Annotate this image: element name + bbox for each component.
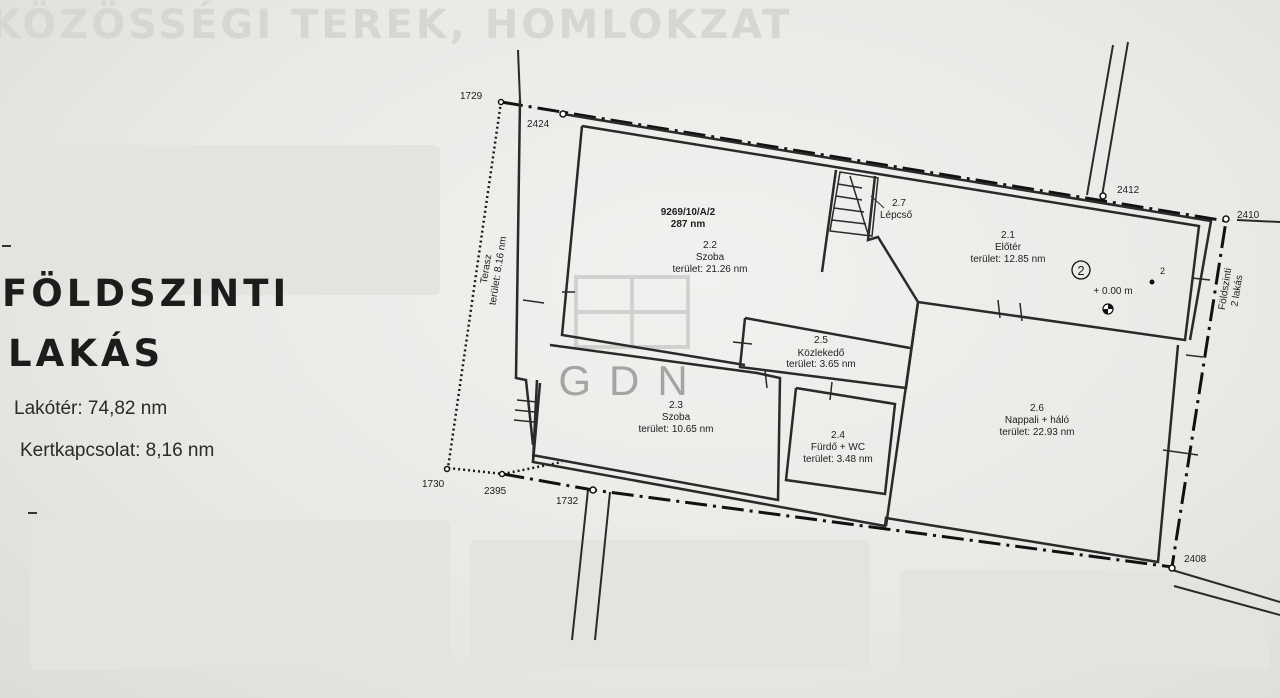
svg-text:2.2: 2.2 — [703, 240, 717, 251]
level-symbol — [1102, 303, 1114, 315]
garden-area-text: Kertkapcsolat: 8,16 nm — [20, 440, 215, 461]
ghost-block-left — [0, 145, 440, 295]
apartment-heading: FÖLDSZINTI LAKÁS — [2, 264, 290, 384]
svg-text:2.6: 2.6 — [1030, 403, 1044, 414]
svg-text:2.1: 2.1 — [1001, 230, 1015, 241]
svg-text:2.5: 2.5 — [814, 335, 828, 346]
room-2-7: 2.7 Lépcső — [880, 198, 913, 221]
svg-text:Nappali + háló: Nappali + háló — [1005, 415, 1070, 426]
heading-line-2: LAKÁS — [8, 332, 165, 375]
dash-top — [2, 245, 11, 247]
level-label: + 0.00 m — [1093, 286, 1132, 297]
label-2424: 2424 — [527, 119, 550, 130]
room-2-1: 2.1 Előtér terület: 12.85 nm — [970, 230, 1045, 265]
svg-text:terület: 12.85 nm: terület: 12.85 nm — [970, 254, 1045, 265]
terrace-outline — [446, 101, 563, 476]
svg-text:terület: 3.48 nm: terület: 3.48 nm — [803, 454, 872, 465]
svg-text:Lépcső: Lépcső — [880, 210, 913, 221]
label-2412: 2412 — [1117, 185, 1140, 196]
label-2395: 2395 — [484, 486, 507, 497]
watermark-text: GDN — [558, 357, 705, 404]
svg-text:terület: 21.26 nm: terület: 21.26 nm — [672, 264, 747, 275]
svg-text:Szoba: Szoba — [696, 252, 725, 263]
room-2-4: 2.4 Fürdő + WC terület: 3.48 nm — [803, 430, 872, 465]
unit-marker-number: 2 — [1077, 263, 1084, 278]
svg-text:2.3: 2.3 — [669, 400, 683, 411]
svg-text:2 lakás: 2 lakás — [1230, 274, 1246, 307]
gdn-watermark: GDN — [558, 275, 705, 404]
side-label: Földszinti 2 lakás — [1217, 267, 1246, 310]
svg-text:2.7: 2.7 — [892, 198, 906, 209]
label-1729: 1729 — [460, 91, 483, 102]
svg-text:terület: 22.93 nm: terület: 22.93 nm — [999, 427, 1074, 438]
ghost-block-bottom-right — [900, 570, 1270, 670]
svg-text:2.4: 2.4 — [831, 430, 845, 441]
living-area-text: Lakótér: 74,82 nm — [14, 398, 168, 419]
svg-text:Közlekedő: Közlekedő — [798, 348, 845, 359]
heading-line-1: FÖLDSZINTI — [2, 272, 291, 315]
survey-points — [443, 98, 1230, 572]
walls — [514, 99, 1213, 564]
parcel-area: 287 nm — [671, 219, 706, 230]
dash-bottom — [28, 512, 37, 514]
ghost-block-bottom-mid — [470, 540, 870, 670]
label-1732: 1732 — [556, 496, 579, 507]
svg-text:Szoba: Szoba — [662, 412, 691, 423]
label-2408: 2408 — [1184, 554, 1207, 565]
room-2-3: 2.3 Szoba terület: 10.65 nm — [638, 400, 713, 435]
svg-text:Előtér: Előtér — [995, 242, 1022, 253]
svg-text:terület: 10.65 nm: terület: 10.65 nm — [638, 424, 713, 435]
room-labels: 2.2 Szoba terület: 21.26 nm 2.7 Lépcső 2… — [638, 195, 1075, 465]
window-ticks — [513, 277, 1211, 456]
ghost-title: KÖZÖSSÉGI TEREK, HOMLOKZAT — [0, 2, 793, 48]
point-labels: 1729 2424 2412 2410 1730 2395 1732 2408 — [422, 91, 1260, 565]
small-label: 2 — [1160, 266, 1165, 276]
room-2-5: 2.5 Közlekedő terület: 3.65 nm — [786, 335, 855, 370]
terrace-label: Terasz terület: 8.16 nm — [479, 236, 509, 306]
svg-text:Fürdő + WC: Fürdő + WC — [811, 442, 865, 453]
site-lines — [517, 41, 1280, 641]
parcel-label: 9269/10/A/2 287 nm — [661, 207, 716, 230]
room-2-6: 2.6 Nappali + háló terület: 22.93 nm — [999, 403, 1074, 438]
svg-text:Terasz: Terasz — [479, 254, 494, 285]
svg-text:terület: 3.65 nm: terület: 3.65 nm — [786, 359, 855, 370]
label-2410: 2410 — [1237, 210, 1260, 221]
parcel-id: 9269/10/A/2 — [661, 207, 716, 218]
unit-marker: 2 — [1071, 260, 1091, 280]
label-1730: 1730 — [422, 479, 445, 490]
room-2-2: 2.2 Szoba terület: 21.26 nm — [672, 240, 747, 275]
ghost-block-bottom-left — [30, 520, 450, 670]
staircase — [829, 171, 879, 237]
point-marker — [1149, 279, 1155, 285]
